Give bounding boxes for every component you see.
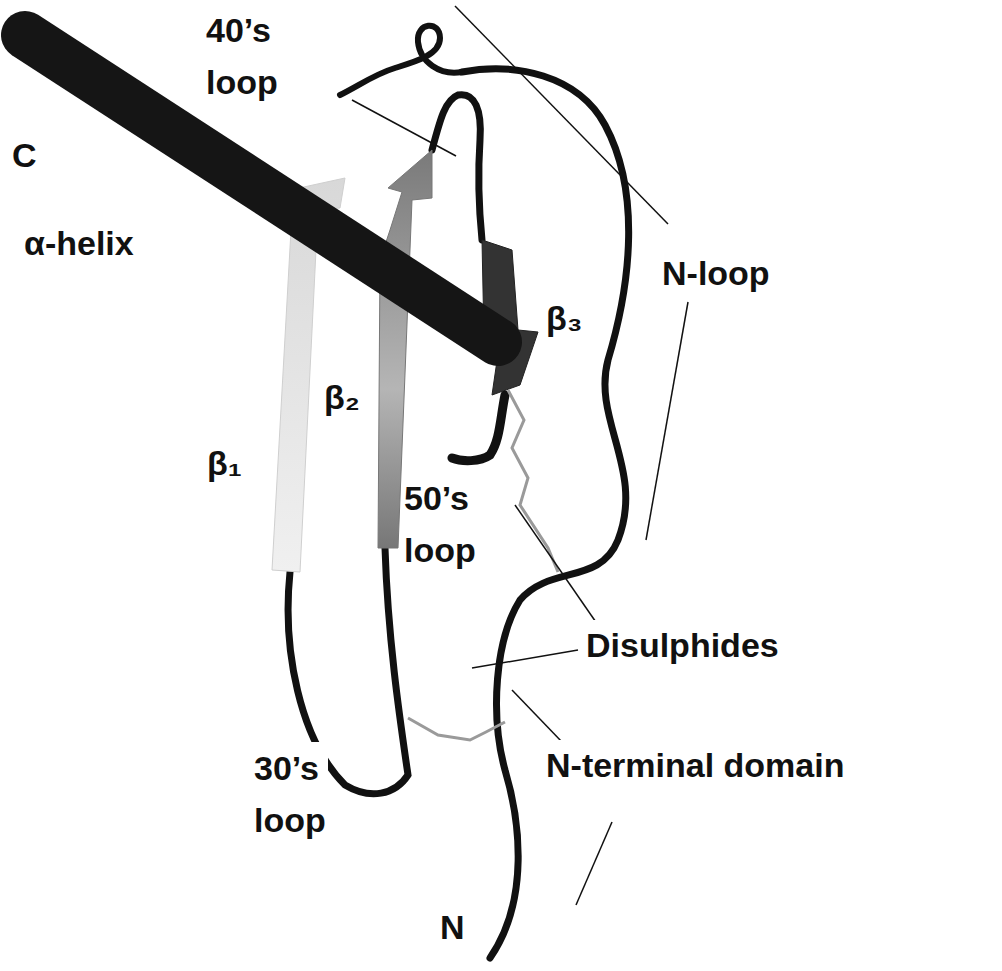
bracket-line xyxy=(646,302,688,540)
coil-hairpin xyxy=(432,95,482,240)
coil-n-terminal xyxy=(462,69,629,958)
loop-label: 40’s loop xyxy=(204,4,280,108)
loop-label: 50’s loop xyxy=(402,472,478,576)
bond-label: Disulphides xyxy=(584,620,781,670)
bracket-line xyxy=(455,6,668,224)
leader-line xyxy=(472,650,578,668)
strand-label: β₃ xyxy=(544,293,584,343)
disulphide-bond xyxy=(408,718,505,740)
disulphide-bond xyxy=(508,390,558,572)
strand-label: β₂ xyxy=(322,372,362,422)
coil-40s-loop xyxy=(340,26,462,95)
loop-label: 30’s loop xyxy=(252,742,328,846)
bracket-line xyxy=(576,822,612,905)
bracket-line xyxy=(512,690,562,742)
leader-line xyxy=(515,505,600,628)
terminus-label: C xyxy=(10,130,39,180)
terminus-label: N xyxy=(438,902,467,952)
leader-line xyxy=(352,100,456,156)
coil-50s-loop xyxy=(452,395,505,461)
region-label: N-loop xyxy=(660,248,772,298)
strand-label: β₁ xyxy=(205,438,244,488)
structure-label: α-helix xyxy=(22,218,136,268)
region-label: N-terminal domain xyxy=(544,740,846,790)
